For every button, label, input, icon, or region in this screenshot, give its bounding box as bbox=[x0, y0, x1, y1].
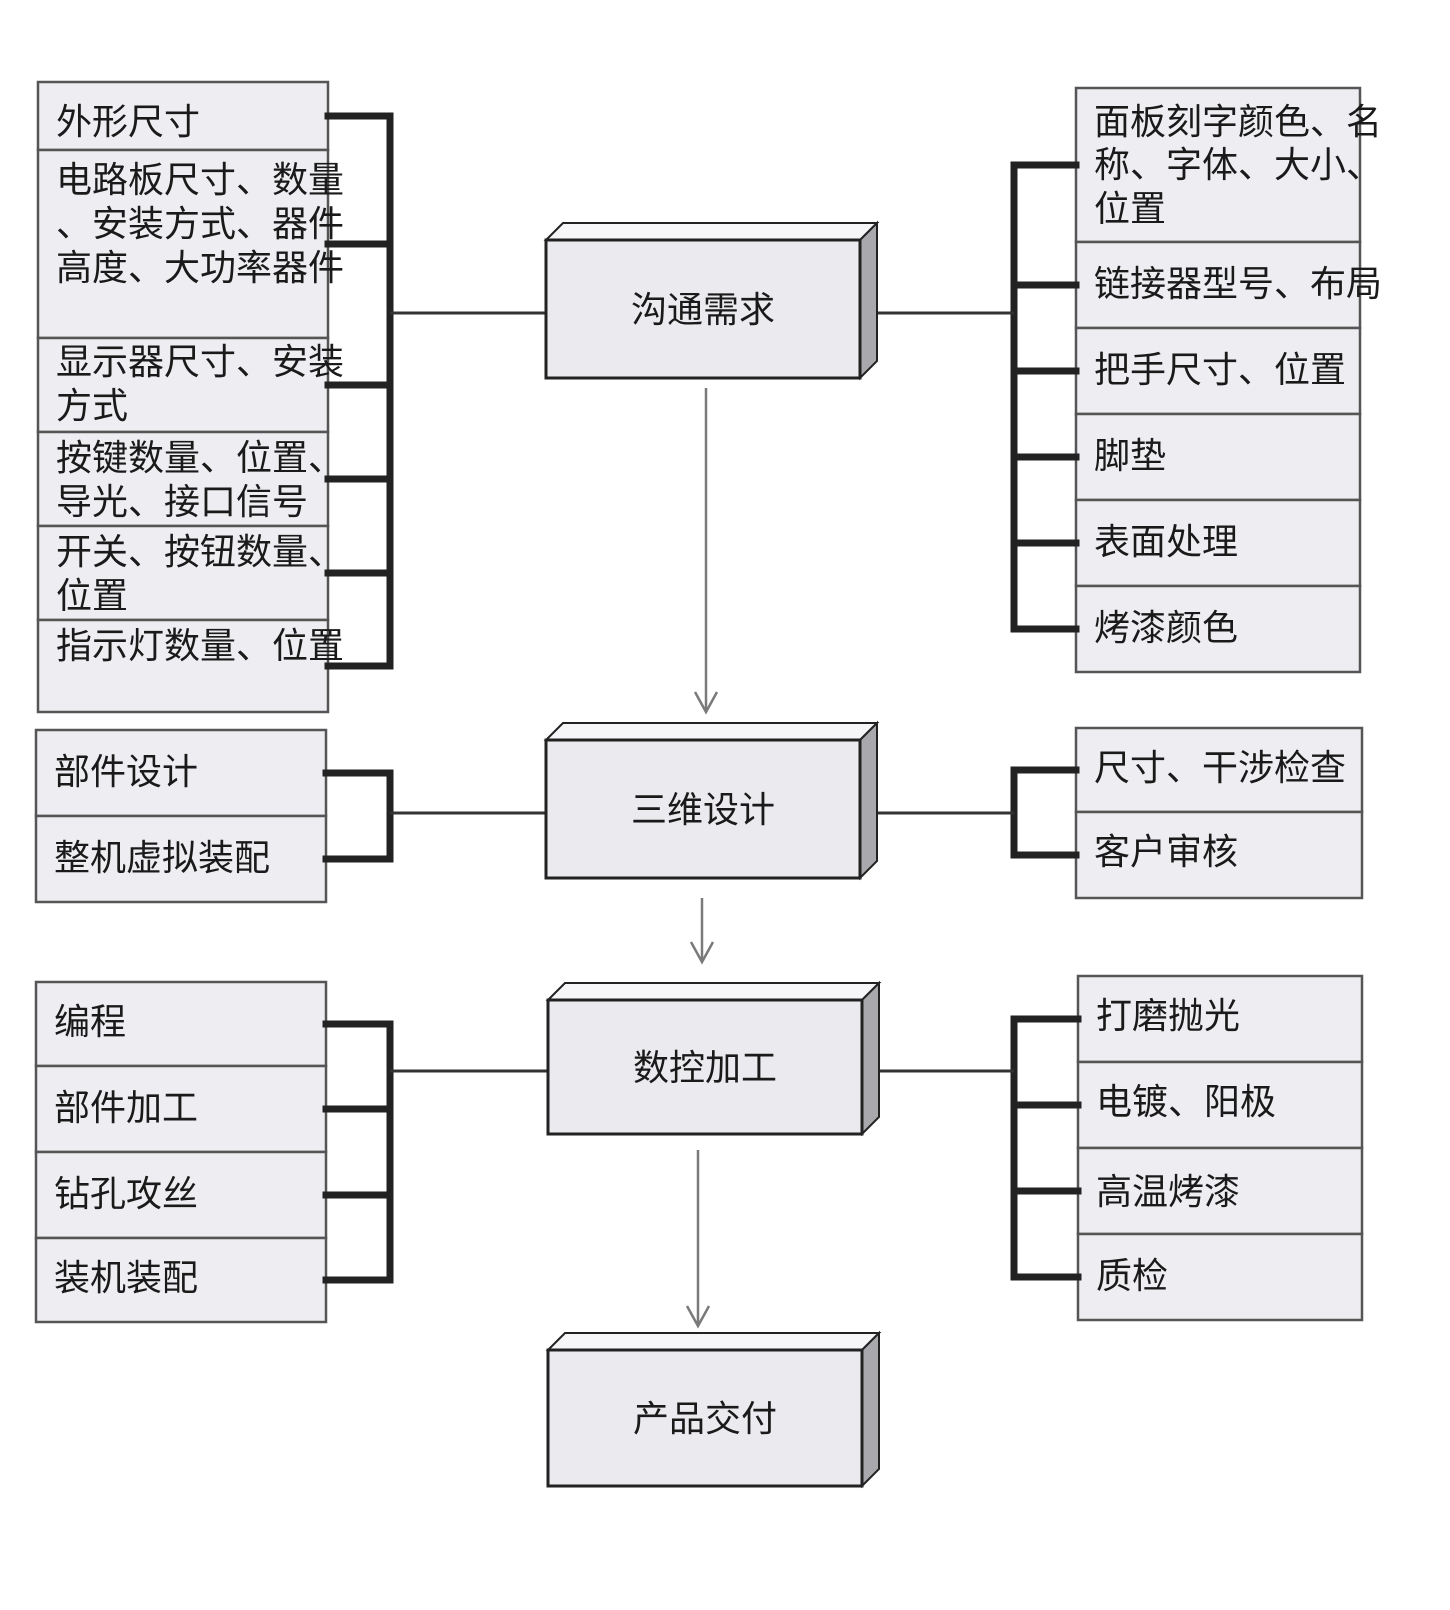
req_left-label-4: 按键数量、位置、导光、接口信号 bbox=[56, 438, 344, 523]
req_left-label-2: 电路板尺寸、数量、安装方式、器件高度、大功率器件 bbox=[56, 160, 344, 289]
step-box-top bbox=[545, 1332, 882, 1351]
step-box-2: 三维设计 bbox=[543, 720, 880, 881]
step-box-4: 产品交付 bbox=[545, 1330, 882, 1489]
design_right-label-1: 尺寸、干涉检查 bbox=[1094, 748, 1346, 789]
cnc_left-label-1: 编程 bbox=[54, 1002, 126, 1043]
req_left-label-3: 显示器尺寸、安装方式 bbox=[56, 342, 344, 427]
flow-arrow-1 bbox=[693, 388, 719, 715]
req_right-label-5: 表面处理 bbox=[1094, 522, 1238, 563]
step-box-side bbox=[859, 720, 878, 881]
cnc_left-label-3: 钻孔攻丝 bbox=[54, 1174, 198, 1215]
step-box-front bbox=[544, 738, 862, 880]
step-box-front bbox=[546, 1348, 864, 1488]
req_left-label-6: 指示灯数量、位置 bbox=[56, 626, 344, 667]
req_left-cell-6 bbox=[36, 618, 330, 714]
req_left-cell-3 bbox=[36, 336, 330, 434]
step-box-front bbox=[544, 238, 862, 380]
cnc_left-cell-2 bbox=[34, 1064, 328, 1154]
cnc_right-cell-1 bbox=[1076, 974, 1364, 1064]
cnc_right-label-3: 高温烤漆 bbox=[1096, 1172, 1240, 1213]
req_right-label-2: 链接器型号、布局 bbox=[1094, 264, 1382, 305]
cnc_left-label-4: 装机装配 bbox=[54, 1258, 198, 1299]
req_right-label-6: 烤漆颜色 bbox=[1094, 608, 1238, 649]
flow-arrow-3 bbox=[685, 1150, 711, 1329]
step-box-side bbox=[861, 980, 880, 1137]
step-box-side bbox=[861, 1330, 880, 1489]
cnc_right-cell-3 bbox=[1076, 1146, 1364, 1236]
req_right-label-1: 面板刻字颜色、名称、字体、大小、位置 bbox=[1094, 102, 1382, 230]
step-label-3: 数控加工 bbox=[633, 1048, 777, 1089]
req_left-cell-4 bbox=[36, 430, 330, 528]
design_left-label-1: 部件设计 bbox=[54, 752, 198, 793]
step-label-1: 沟通需求 bbox=[631, 290, 775, 331]
cnc_right-label-2: 电镀、阳极 bbox=[1096, 1082, 1276, 1123]
req_right-label-4: 脚垫 bbox=[1094, 436, 1166, 477]
req_right-label-3: 把手尺寸、位置 bbox=[1094, 350, 1346, 391]
req_left-label-5: 开关、按钮数量、位置 bbox=[56, 532, 344, 617]
req_right-cell-1 bbox=[1074, 86, 1362, 244]
step-box-top bbox=[545, 982, 882, 1001]
req_right-cell-2 bbox=[1074, 240, 1362, 330]
step-box-3: 数控加工 bbox=[545, 980, 882, 1137]
cnc_right-cell-4 bbox=[1076, 1232, 1364, 1322]
cnc_right-cell-2 bbox=[1076, 1060, 1364, 1150]
design_left-cell-1 bbox=[34, 728, 328, 818]
step-box-1: 沟通需求 bbox=[543, 220, 880, 381]
step-label-2: 三维设计 bbox=[631, 790, 775, 831]
req_right-cell-6 bbox=[1074, 584, 1362, 674]
design_right-cell-2 bbox=[1074, 810, 1364, 900]
cnc_left-label-2: 部件加工 bbox=[54, 1088, 198, 1129]
step-box-front bbox=[546, 998, 864, 1136]
design_left-cell-2 bbox=[34, 814, 328, 904]
step-box-top bbox=[543, 722, 880, 741]
cnc_right-label-4: 质检 bbox=[1096, 1256, 1168, 1297]
req_left-label-1: 外形尺寸 bbox=[56, 102, 200, 143]
step-box-top bbox=[543, 222, 880, 241]
design_right-label-2: 客户审核 bbox=[1094, 832, 1238, 873]
req_left-cell-1 bbox=[36, 80, 330, 152]
step-label-4: 产品交付 bbox=[633, 1399, 777, 1440]
cnc_right-label-1: 打磨抛光 bbox=[1096, 996, 1240, 1037]
cnc_left-cell-4 bbox=[34, 1236, 328, 1324]
design_left-label-2: 整机虚拟装配 bbox=[54, 838, 270, 879]
step-box-side bbox=[859, 220, 878, 381]
flow-arrow-2 bbox=[689, 898, 715, 965]
req_left-cell-2 bbox=[36, 148, 330, 340]
